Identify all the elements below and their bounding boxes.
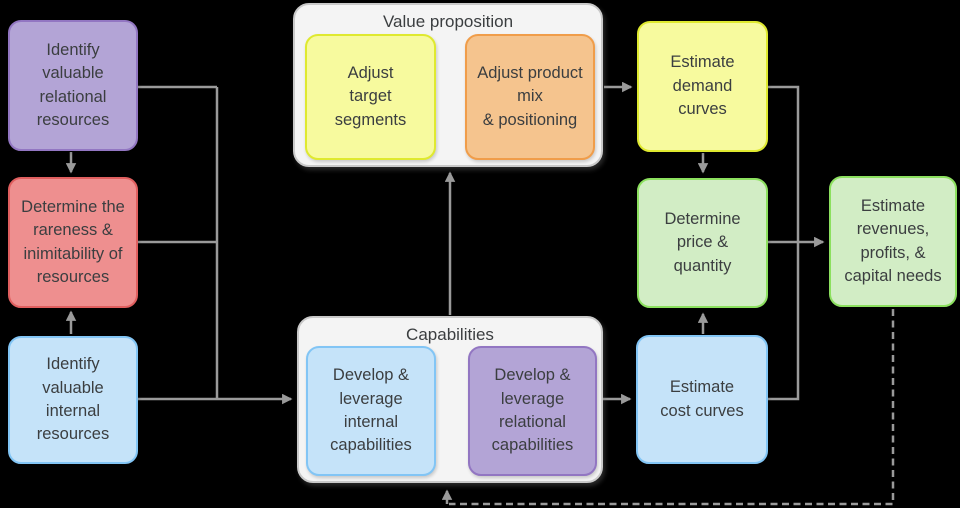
node-develop-leverage-relational-capabilities: Develop & leverage relational capabiliti… xyxy=(468,346,597,476)
node-identify-valuable-internal-resources: Identify valuable internal resources xyxy=(8,336,138,464)
node-estimate-cost-curves: Estimate cost curves xyxy=(636,335,768,464)
node-determine-price-quantity: Determine price & quantity xyxy=(637,178,768,308)
line-demand-cost-merge xyxy=(768,85,800,401)
group-value-proposition: Value proposition Adjust target segments… xyxy=(293,3,603,167)
node-estimate-revenues-profits-capital: Estimate revenues, profits, & capital ne… xyxy=(829,176,957,307)
group-title-capabilities: Capabilities xyxy=(406,325,494,344)
node-adjust-target-segments: Adjust target segments xyxy=(305,34,436,160)
node-adjust-product-mix-positioning: Adjust product mix & positioning xyxy=(465,34,595,160)
node-develop-leverage-internal-capabilities: Develop & leverage internal capabilities xyxy=(306,346,436,476)
node-determine-rareness-inimitability: Determine the rareness & inimitability o… xyxy=(8,177,138,308)
group-capabilities: Capabilities Develop & leverage internal… xyxy=(297,316,603,483)
group-title-value-proposition: Value proposition xyxy=(382,12,514,31)
node-estimate-demand-curves: Estimate demand curves xyxy=(637,21,768,152)
node-identify-valuable-relational-resources: Identify valuable relational resources xyxy=(8,20,138,151)
